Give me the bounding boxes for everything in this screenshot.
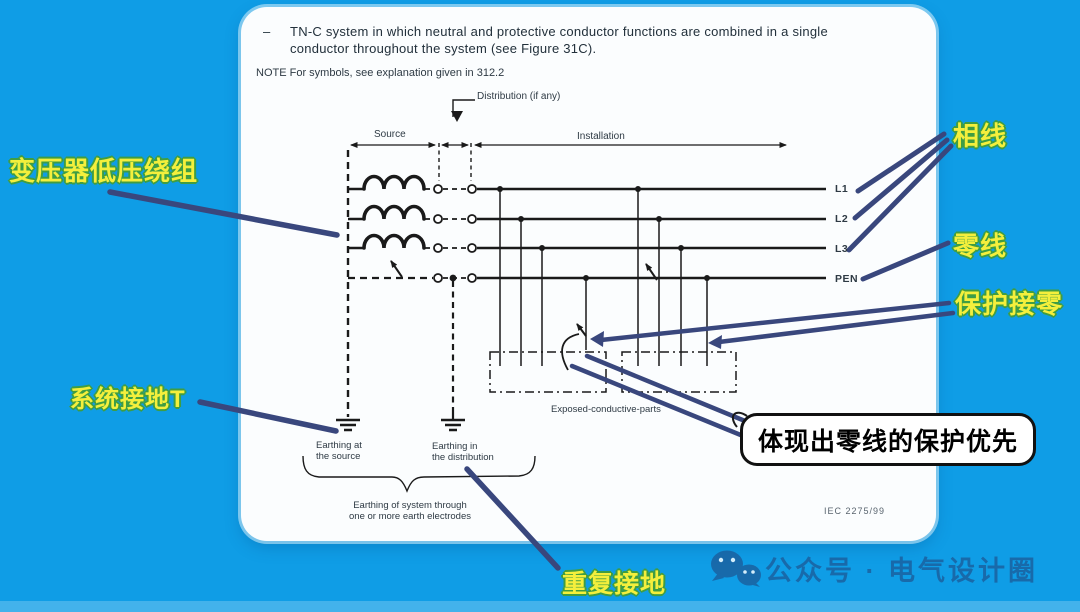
source-bus [346, 150, 433, 417]
watermark-text: 公众号 · 电气设计圈 [765, 556, 1038, 586]
exposed-parts-label: Exposed-conductive-parts [551, 404, 661, 415]
label-repeated-earthing: 重复接地 [562, 570, 667, 598]
figure-ref: IEC 2275/99 [824, 506, 886, 516]
wechat-icon [711, 550, 761, 587]
leader-protective-1 [598, 300, 952, 343]
leader-repeated-earthing [464, 466, 561, 571]
leader-protective-2 [716, 310, 956, 345]
earthing-brace [302, 455, 536, 493]
earthing-source-label: Earthing at the source [316, 440, 362, 463]
conductor-label-l1: L1 [835, 183, 849, 195]
leader-transformer [107, 189, 340, 238]
leader-system-earthing [197, 399, 339, 434]
label-transformer-winding: 变压器低压绕组 [9, 156, 199, 186]
installation-taps [497, 186, 710, 371]
fault-arrow-symbols [390, 260, 658, 337]
earthing-distribution-label: Earthing in the distribution [432, 441, 494, 464]
leader-callout-1 [584, 353, 748, 424]
distribution-boundaries [350, 99, 787, 181]
label-protective-neutral: 保护接零 [955, 289, 1064, 319]
earthing-system-label: Earthing of system through one or more e… [349, 500, 471, 523]
conductor-lines [425, 184, 826, 283]
heading-bullet: – [263, 24, 271, 39]
bottom-strip [0, 601, 1080, 612]
label-system-earthing: 系统接地T [70, 386, 186, 413]
leader-neutral [860, 240, 951, 282]
transformer-winding-symbols [362, 174, 426, 250]
leader-phase-l2 [852, 137, 950, 221]
heading-line1: TN-C system in which neutral and protect… [290, 24, 828, 39]
installation-label: Installation [577, 131, 625, 142]
pe-hook [561, 333, 580, 371]
conductor-label-pen: PEN [835, 273, 859, 285]
label-phase-wires: 相线 [953, 121, 1008, 151]
conductor-label-l3: L3 [835, 243, 849, 255]
source-label: Source [374, 129, 406, 140]
earthing-symbols [302, 281, 536, 493]
distribution-label: Distribution (if any) [477, 91, 561, 102]
conductor-label-l2: L2 [835, 213, 849, 225]
label-neutral-wire: 零线 [953, 231, 1008, 261]
leader-callout-2 [569, 363, 751, 441]
leader-phase-l3 [846, 143, 954, 253]
leader-phase-l1 [855, 131, 947, 194]
heading-line2: conductor throughout the system (see Fig… [290, 41, 597, 56]
callout-tail [732, 411, 748, 428]
note-text: NOTE For symbols, see explanation given … [256, 67, 505, 79]
annotation-leaders [107, 131, 956, 571]
load-boxes [489, 351, 737, 393]
callout-bubble: 体现出零线的保护优先 [740, 413, 1036, 466]
